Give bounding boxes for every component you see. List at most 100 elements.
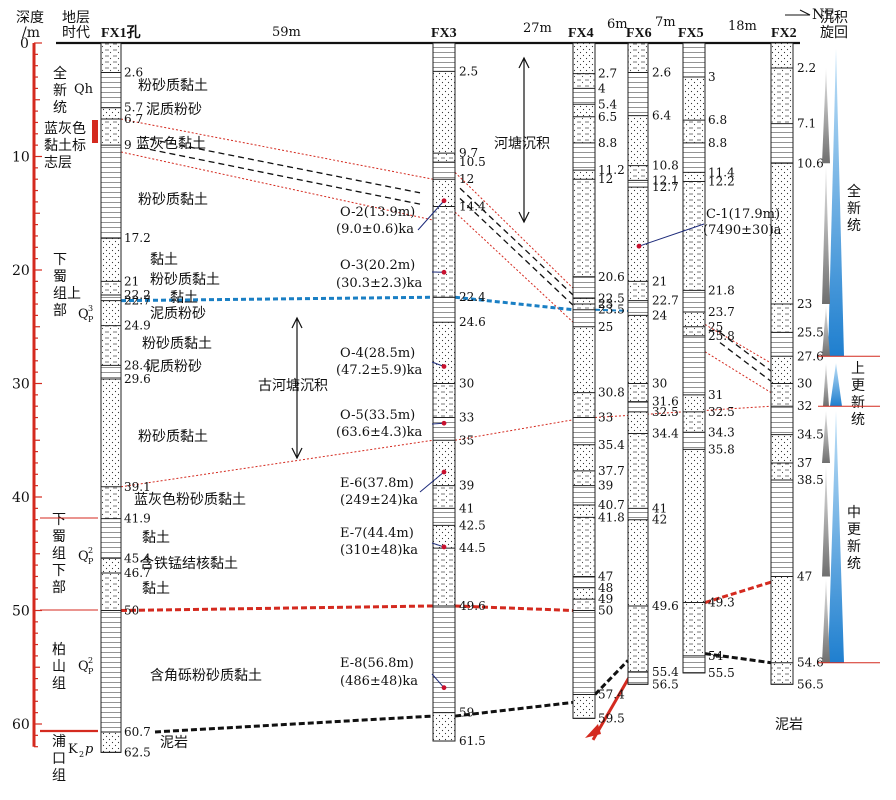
lithology-layer xyxy=(683,172,705,181)
strata-label: 下 xyxy=(53,252,67,268)
depth-label: 50 xyxy=(598,604,613,618)
cycle-label: 统 xyxy=(847,556,861,572)
sample-id: O-2(13.9m) xyxy=(340,205,415,220)
lithology-layer xyxy=(683,656,705,673)
sample-dot xyxy=(637,244,642,249)
lithology-label: 泥岩 xyxy=(775,717,803,733)
lithology-label: 粉砂质黏土 xyxy=(142,336,212,352)
lithology-layer xyxy=(101,611,121,732)
lithology-layer xyxy=(101,295,121,301)
lithology-layer xyxy=(101,238,121,281)
red-boundary-line xyxy=(121,606,433,611)
lithology-layer xyxy=(433,206,455,297)
depth-label: 39 xyxy=(459,479,474,493)
lithology-layer xyxy=(683,120,705,143)
lithology-layer xyxy=(573,505,595,517)
depth-label: 6.4 xyxy=(652,109,671,123)
strata-code-k2p: K 2 p xyxy=(68,742,94,759)
lithology-layer xyxy=(573,88,595,104)
depth-tick-label: 0 xyxy=(20,36,29,52)
lithology-layer xyxy=(683,43,705,77)
sample-id: O-3(20.2m) xyxy=(340,258,415,273)
lithology-layer xyxy=(628,116,648,166)
depth-label: 42 xyxy=(652,513,667,527)
lithology-layer xyxy=(771,406,793,434)
depth-label: 20.6 xyxy=(598,270,625,284)
lithology-layer xyxy=(771,463,793,480)
lithology-layer xyxy=(628,520,648,606)
sample-id: E-6(37.8m) xyxy=(340,476,414,491)
depth-label: 39 xyxy=(598,479,613,493)
depth-label: 4 xyxy=(598,81,606,95)
cycle-triangle xyxy=(822,166,830,304)
borehole-FX2: FX22.27.110.62325.527.6303234.53738.5475… xyxy=(771,26,824,691)
depth-label: 35.8 xyxy=(708,442,735,456)
lithology-layer xyxy=(573,179,595,277)
lithology-layer xyxy=(628,606,648,672)
lithology-layer xyxy=(683,143,705,173)
ne-arrow-icon: NE xyxy=(785,7,834,23)
lithology-layer xyxy=(683,181,705,290)
depth-label: 24.9 xyxy=(124,319,151,333)
depth-label: 12 xyxy=(598,172,613,186)
strata-label: 统 xyxy=(53,100,67,116)
sample-id: E-7(44.4m) xyxy=(340,526,414,541)
sample-age: (9.0±0.6)ka xyxy=(336,222,414,237)
depth-label: 10.5 xyxy=(459,155,486,169)
lithology-layer xyxy=(101,573,121,610)
depth-label: 37.7 xyxy=(598,464,625,478)
lithology-layer xyxy=(628,166,648,181)
strat-header-line2: 时代 xyxy=(62,25,90,41)
depth-label: 24 xyxy=(652,308,668,322)
svg-text:P: P xyxy=(88,667,94,676)
cycle-label: 更 xyxy=(847,522,861,538)
lithology-label: 粉砂质黏土 xyxy=(150,272,220,288)
depth-label: 35 xyxy=(459,433,474,447)
cycle-triangle xyxy=(822,68,830,163)
borehole-FX4: FX42.745.46.58.811.21220.622.52323.52530… xyxy=(568,26,625,725)
marker-layer-bar xyxy=(92,120,98,143)
depth-label: 62.5 xyxy=(124,745,151,759)
sample-age: (249±24)ka xyxy=(340,493,418,508)
pond-band-line xyxy=(460,198,573,305)
lithology-layer xyxy=(101,145,121,238)
lithology-layer xyxy=(433,43,455,71)
sample-id: O-4(28.5m) xyxy=(340,346,415,361)
lithology-layer xyxy=(433,322,455,383)
lithology-layer xyxy=(628,43,648,73)
depth-label: 21 xyxy=(652,274,667,288)
borehole-FX6: FX62.66.410.812.112.72122.7243031.632.53… xyxy=(626,26,679,691)
depth-label: 49.6 xyxy=(652,599,679,613)
depth-tick-label: 30 xyxy=(12,377,30,393)
cycle-label: 更 xyxy=(851,378,865,394)
lithology-label: 蓝灰色粉砂质黏土 xyxy=(134,491,246,508)
stratigraphy-column: 全 新 统 Qh 蓝灰色 黏土标 志层 下 蜀 组上 部 Q 3 P 下 蜀 组… xyxy=(40,65,98,784)
borehole-name: FX3 xyxy=(431,26,457,41)
borehole-columns: FX1孔2.65.76.7917.22122.222.724.928.429.6… xyxy=(101,25,824,759)
ne-label: NE xyxy=(812,7,834,23)
sample-dot xyxy=(442,198,447,203)
depth-label: 59.5 xyxy=(598,711,625,725)
strata-label: 下 xyxy=(52,563,66,579)
lithology-layer xyxy=(101,119,121,145)
sample-age: (310±48)ka xyxy=(340,543,418,558)
lithology-layer xyxy=(683,603,705,656)
borehole-name: FX2 xyxy=(771,26,797,41)
lithology-layer xyxy=(683,312,705,327)
depth-label: 24.6 xyxy=(459,315,486,329)
strata-label: 口 xyxy=(52,751,66,767)
cycle-label: 上 xyxy=(851,361,865,377)
strata-code: Qh xyxy=(74,82,94,97)
lithology-layer xyxy=(101,301,121,326)
depth-label: 14.4 xyxy=(459,199,486,213)
lithology-layer xyxy=(628,412,648,434)
lithology-layer xyxy=(771,480,793,576)
lithology-label: 粉砂质黏土 xyxy=(138,429,208,445)
strata-label: 组上 xyxy=(53,286,81,302)
cycle-triangle xyxy=(828,411,844,663)
depth-label: 12.2 xyxy=(708,174,735,188)
depth-label: 22.4 xyxy=(459,290,486,304)
borehole-name: FX1孔 xyxy=(101,25,141,41)
lithology-layer xyxy=(101,281,121,295)
lithology-label: 蓝灰色黏土 xyxy=(136,135,206,152)
